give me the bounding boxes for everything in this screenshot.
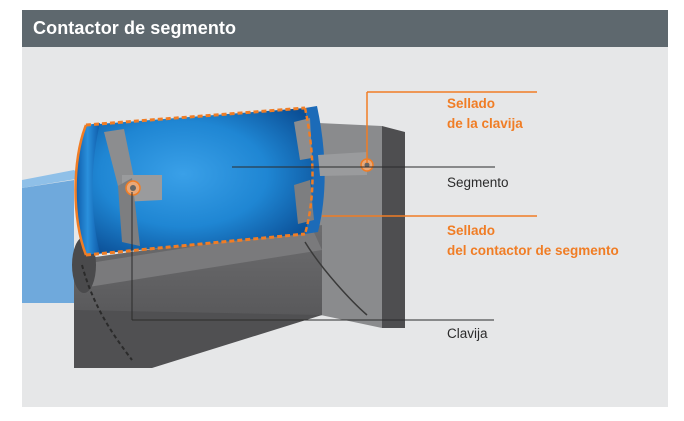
label-clavija: Clavija xyxy=(447,324,488,344)
label-sellado-contactor-line1: Sellado xyxy=(447,223,496,238)
side-block xyxy=(22,170,82,303)
figure-title: Contactor de segmento xyxy=(33,18,237,38)
pin-bracket-left xyxy=(104,129,162,246)
label-sellado-clavija-line2: de la clavija xyxy=(447,116,523,131)
segment-contactor-illustration xyxy=(22,91,537,368)
label-segmento: Segmento xyxy=(447,173,509,193)
figure-panel: Contactor de segmento xyxy=(22,10,668,407)
label-sellado-contactor-line2: del contactor de segmento xyxy=(447,243,619,258)
label-sellado-clavija: Sellado de la clavija xyxy=(447,94,523,134)
label-segmento-text: Segmento xyxy=(447,175,509,190)
label-clavija-text: Clavija xyxy=(447,326,488,341)
leader-lines xyxy=(131,91,537,321)
label-sellado-clavija-line1: Sellado xyxy=(447,96,496,111)
label-sellado-contactor: Sellado del contactor de segmento xyxy=(447,221,619,261)
swing-track xyxy=(81,241,368,361)
segment xyxy=(75,106,325,255)
segment-seal xyxy=(74,106,314,257)
pin-bracket-right xyxy=(294,118,374,224)
header-bar: Contactor de segmento xyxy=(22,10,668,47)
